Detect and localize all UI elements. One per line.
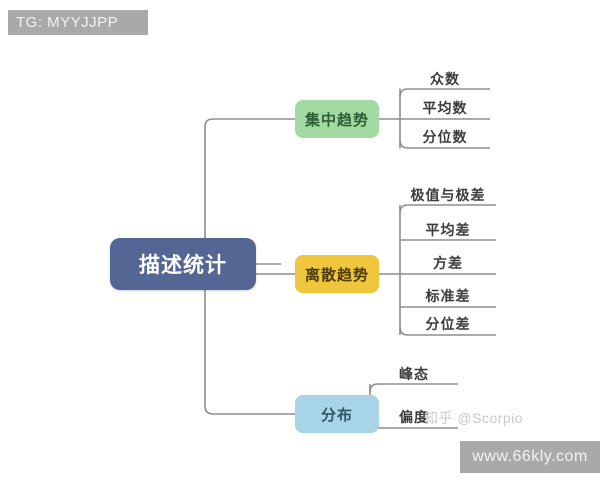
leaf-mean[interactable]: 平均数: [422, 100, 468, 116]
leaf-kurtosis[interactable]: 峰态: [399, 366, 429, 382]
leaf-extremes-and-range[interactable]: 极值与极差: [410, 187, 486, 203]
leaf-quartile-deviation[interactable]: 分位差: [425, 316, 471, 332]
leaf-quantile[interactable]: 分位数: [422, 129, 468, 145]
watermark-top-left: TG: MYYJJPP: [8, 10, 148, 35]
leaf-mode[interactable]: 众数: [430, 71, 460, 87]
root-node-label: 描述统计: [139, 254, 227, 277]
leaf-variance[interactable]: 方差: [433, 255, 463, 271]
watermark-attribution: 知乎 @Scorpio: [424, 410, 524, 426]
branch-node-label: 分布: [320, 406, 353, 424]
branch-node-central-tendency[interactable]: 集中趋势: [295, 100, 379, 138]
bracket-blue-top: [369, 383, 458, 393]
leaf-mean-deviation[interactable]: 平均差: [425, 222, 471, 238]
branch-node-label: 集中趋势: [304, 111, 369, 129]
bracket-yellow-top: [399, 204, 496, 214]
leaf-skewness[interactable]: 偏度: [399, 409, 429, 425]
branch-node-dispersion[interactable]: 离散趋势: [295, 255, 379, 293]
branch-node-label: 离散趋势: [304, 266, 369, 284]
branch-node-distribution[interactable]: 分布: [295, 395, 379, 433]
watermark-bottom-right: www.66kly.com: [460, 441, 600, 473]
leaf-standard-deviation[interactable]: 标准差: [425, 288, 471, 304]
bracket-green-top: [399, 88, 490, 98]
root-node[interactable]: 描述统计: [110, 238, 256, 290]
